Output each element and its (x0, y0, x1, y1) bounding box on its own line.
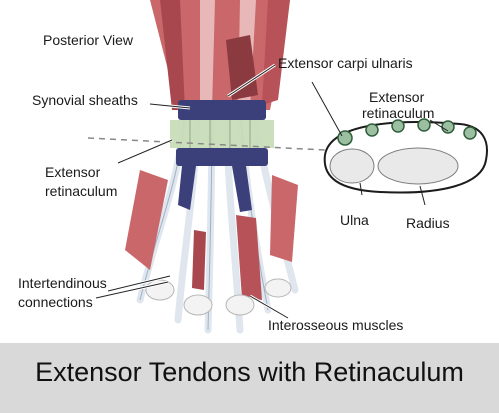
synovial-sheaths (176, 100, 268, 212)
extensor-retinaculum-band (170, 120, 274, 148)
ulna-bone (330, 149, 374, 183)
synovial-sheaths-label: Synovial sheaths (32, 92, 138, 109)
ulna-label: Ulna (340, 212, 369, 229)
figure-caption: Extensor Tendons with Retinaculum (0, 357, 499, 388)
posterior-view-label: Posterior View (43, 32, 133, 49)
intertendinous-label-line1: Intertendinous (18, 275, 107, 292)
cross-section-retinaculum-label-line2: retinaculum (362, 105, 434, 122)
wrist-cross-section (325, 119, 487, 193)
intertendinous-label-line2: connections (18, 294, 93, 311)
cross-section-retinaculum-label-line1: Extensor (369, 89, 424, 106)
radius-label: Radius (406, 215, 450, 232)
extensor-retinaculum-label-line2: retinaculum (45, 183, 117, 200)
radius-bone (378, 148, 458, 184)
extensor-carpi-ulnaris-label: Extensor carpi ulnaris (278, 55, 413, 72)
extensor-retinaculum-label-line1: Extensor (45, 164, 100, 181)
interosseous-muscles-label: Interosseous muscles (268, 317, 403, 334)
forearm-muscles (150, 0, 290, 110)
